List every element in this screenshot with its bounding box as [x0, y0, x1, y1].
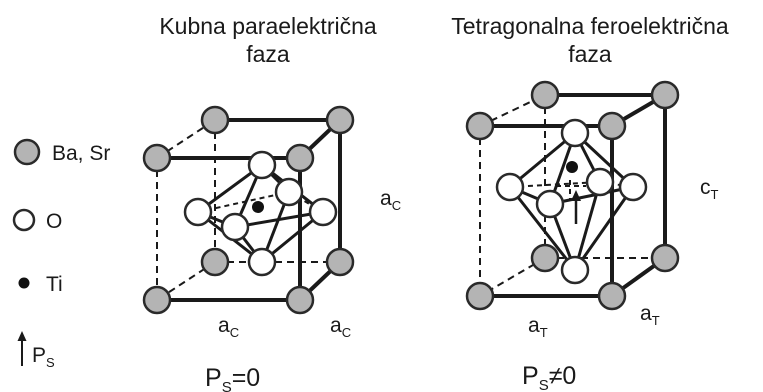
tetragonal-ba-sr-atom	[465, 111, 495, 141]
cubic-o-atom	[220, 212, 250, 242]
tetragonal-ps-label: PS≠0	[522, 362, 576, 392]
tetragonal-ba-sr-atom	[650, 80, 680, 110]
cubic-ba-sr-atom	[142, 143, 172, 173]
tetragonal-title-line1: Tetragonalna feroelektrična	[451, 13, 729, 39]
tetragonal-ba-sr-atom	[597, 281, 627, 311]
legend-o-atom	[12, 208, 36, 232]
cubic-ba-sr-atom	[142, 285, 172, 315]
cubic-title-line2: faza	[246, 41, 290, 67]
cubic-o-atom	[247, 247, 277, 277]
cubic-title-line1: Kubna paraelektrična	[159, 13, 377, 39]
tetragonal-o-atom	[560, 255, 590, 285]
cubic-ba-sr-atom	[200, 247, 230, 277]
cubic-ba-sr-atom	[200, 105, 230, 135]
legend-polarization-arrow-icon	[17, 331, 27, 366]
legend-ps-label: PS	[32, 344, 55, 370]
cubic-ba-sr-atom	[285, 143, 315, 173]
cubic-unit-cell	[142, 105, 355, 315]
tetragonal-ti-atom	[566, 161, 578, 173]
tetragonal-title-line2: faza	[568, 41, 612, 67]
tetragonal-a-bottom-left-label: aT	[528, 314, 548, 340]
tetragonal-ba-sr-atom	[530, 243, 560, 273]
tetragonal-ba-sr-atom	[465, 281, 495, 311]
tetragonal-o-atom	[495, 172, 525, 202]
tetragonal-c-right-label: cT	[700, 176, 719, 202]
tetragonal-o-atom	[585, 167, 615, 197]
tetragonal-o-atom	[535, 189, 565, 219]
cubic-ba-sr-atom	[285, 285, 315, 315]
tetragonal-ba-sr-atom	[597, 111, 627, 141]
cubic-o-atom	[183, 197, 213, 227]
tetragonal-ba-sr-atom	[530, 80, 560, 110]
legend: Ba, Sr O Ti PS	[12, 138, 110, 370]
cubic-o-atom	[308, 197, 338, 227]
tetragonal-a-bottom-right-label: aT	[640, 302, 660, 328]
cubic-a-bottom-right-label: aC	[330, 314, 351, 340]
tetragonal-o-atom	[618, 172, 648, 202]
cubic-a-bottom-left-label: aC	[218, 314, 239, 340]
tetragonal-unit-cell	[465, 80, 680, 311]
tetragonal-oxygen-octahedron	[508, 131, 635, 272]
cubic-o-atom	[247, 150, 277, 180]
cubic-ps-label: PS=0	[205, 364, 260, 392]
legend-ba-sr-label: Ba, Sr	[52, 142, 110, 165]
legend-ti-atom	[18, 277, 30, 289]
tetragonal-polarization-arrow-icon	[571, 190, 581, 224]
legend-ba-sr-atom	[13, 138, 41, 166]
cubic-ba-sr-atom	[325, 105, 355, 135]
cubic-ba-sr-atom	[325, 247, 355, 277]
cubic-o-atom	[274, 177, 304, 207]
legend-o-label: O	[46, 210, 62, 233]
tetragonal-ba-sr-atom	[650, 243, 680, 273]
tetragonal-o-atom	[560, 118, 590, 148]
cubic-a-right-label: aC	[380, 187, 401, 213]
cubic-ti-atom	[252, 201, 264, 213]
cubic-oxygen-octahedron	[196, 163, 325, 264]
legend-ti-label: Ti	[46, 273, 63, 296]
